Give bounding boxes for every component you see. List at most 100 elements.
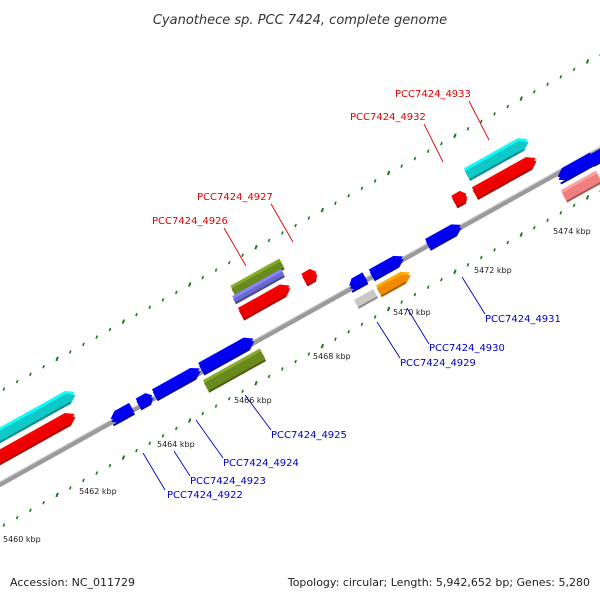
gene-label-pcc7424-4923[interactable]: PCC7424_4923: [190, 476, 266, 487]
tick-dot: [82, 478, 85, 483]
tick-dot: [267, 374, 271, 379]
gene-label-pcc7424-4929[interactable]: PCC7424_4929: [400, 358, 476, 369]
tick-dot: [320, 343, 325, 349]
scale-label-5460: 5460 kbp: [3, 535, 41, 544]
gene-label-pcc7424-4930[interactable]: PCC7424_4930: [429, 343, 505, 354]
gene-label-pcc7424-4931[interactable]: PCC7424_4931: [485, 314, 561, 325]
leader-line: [468, 100, 490, 141]
gene-feature-body: [203, 351, 267, 393]
tick-dot: [426, 149, 430, 153]
tick-dot: [55, 356, 59, 362]
tick-dot: [254, 244, 258, 250]
tick-dot: [135, 448, 138, 453]
gene-feature: [425, 224, 462, 251]
tick-dot: [201, 275, 205, 280]
gene-feature: [375, 271, 411, 298]
leader-line: [376, 321, 401, 359]
tick-dot: [413, 156, 417, 161]
gene-feature: [301, 268, 318, 287]
gene-feature-body: [0, 415, 76, 468]
tick-dot: [148, 441, 152, 446]
tick-dot: [214, 268, 218, 272]
gene-feature: [203, 348, 267, 393]
tick-dot: [68, 350, 72, 354]
tick-dot: [201, 411, 205, 416]
gene-feature: [349, 272, 369, 293]
gene-feature-body: [376, 274, 411, 298]
tick-dot: [121, 319, 126, 325]
tick-dot: [108, 463, 112, 468]
tick-dot: [108, 327, 112, 332]
tick-dot: [334, 337, 337, 341]
tick-dot: [135, 312, 138, 317]
scale-label-5474: 5474 kbp: [553, 227, 591, 236]
gene-feature-shadow: [140, 403, 152, 411]
scale-label-5466: 5466 kbp: [234, 396, 272, 405]
tick-dot: [227, 260, 231, 265]
tick-dot: [2, 523, 6, 527]
gene-label-pcc7424-4922[interactable]: PCC7424_4922: [167, 490, 243, 501]
gene-feature-body: [561, 173, 600, 203]
gene-label-pcc7424-4925[interactable]: PCC7424_4925: [271, 430, 347, 441]
gene-label-pcc7424-4924[interactable]: PCC7424_4924: [223, 458, 299, 469]
gene-feature-body: [472, 160, 537, 200]
tick-dot: [307, 352, 311, 356]
tick-dot: [519, 96, 523, 101]
gene-feature-shadow: [203, 348, 250, 376]
tick-dots: [2, 53, 600, 527]
gene-label-pcc7424-4927[interactable]: PCC7424_4927: [197, 192, 273, 203]
tick-dot: [440, 277, 443, 282]
gene-feature-shadow: [306, 279, 317, 287]
gene-features: [0, 138, 600, 468]
tick-dot: [95, 335, 99, 339]
accession-text: Accession: NC_011729: [10, 576, 135, 589]
scale-label-5464: 5464 kbp: [157, 440, 195, 449]
backbone-line: [0, 146, 600, 488]
tick-dot: [161, 298, 165, 302]
tick-dot: [546, 218, 549, 223]
tick-dot: [532, 89, 536, 94]
gene-feature: [368, 255, 404, 282]
genome-summary-text: Topology: circular; Length: 5,942,652 bp…: [287, 576, 590, 589]
tick-dot: [214, 404, 218, 408]
gene-feature-body: [152, 370, 201, 402]
gene-label-pcc7424-4926[interactable]: PCC7424_4926: [152, 216, 228, 227]
leader-line: [270, 203, 294, 243]
tick-dot: [466, 263, 470, 267]
gene-feature-shadow: [0, 401, 72, 446]
gene-feature-shadow: [477, 167, 533, 200]
gene-feature-shadow: [560, 163, 597, 185]
gene-feature-shadow: [357, 296, 379, 309]
gene-feature-body: [231, 261, 285, 297]
tick-dot: [82, 342, 85, 347]
gene-feature-shadow: [243, 295, 287, 321]
gene-feature-body: [353, 289, 379, 309]
tick-dot: [479, 255, 483, 260]
tick-dot: [585, 59, 590, 64]
gene-label-pcc7424-4933[interactable]: PCC7424_4933: [395, 89, 471, 100]
scale-label-5462: 5462 kbp: [79, 487, 117, 496]
scale-label-5468: 5468 kbp: [313, 352, 351, 361]
gene-feature-body: [558, 155, 597, 181]
gene-feature-shadow: [156, 377, 197, 402]
genome-backbone: [0, 146, 600, 488]
tick-dot: [55, 492, 59, 498]
gene-label-pcc7424-4932[interactable]: PCC7424_4932: [350, 112, 426, 123]
tick-dot: [42, 364, 45, 369]
gene-feature: [0, 391, 76, 446]
tick-dot: [373, 315, 377, 319]
tick-dot: [187, 418, 192, 423]
tick-dot: [187, 282, 192, 287]
gene-feature: [232, 268, 285, 305]
map-title: Cyanothece sp. PCC 7424, complete genome: [153, 13, 447, 28]
tick-dot: [466, 127, 470, 131]
tick-dot: [307, 216, 311, 220]
tick-dot: [386, 306, 391, 312]
gene-feature-shadow: [351, 282, 369, 293]
gene-feature: [353, 286, 379, 309]
tick-dot: [294, 223, 297, 228]
tick-dot: [559, 211, 563, 215]
scale-label-5472: 5472 kbp: [474, 266, 512, 275]
gene-feature-shadow: [380, 281, 407, 298]
gene-feature-shadow: [235, 275, 285, 305]
